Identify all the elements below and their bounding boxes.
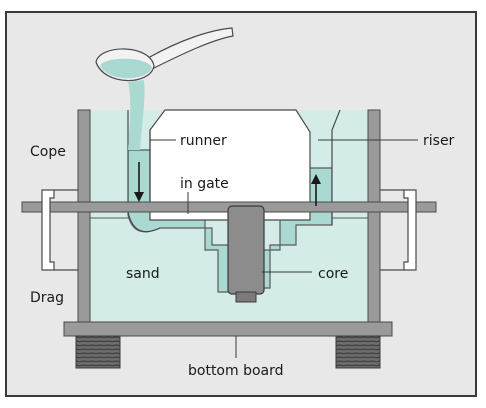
bottom-board-label: bottom board (188, 363, 284, 379)
core-print (235, 291, 257, 303)
left-wood-block (75, 335, 121, 369)
left-clamp-arms (54, 189, 78, 271)
bottom-board (63, 321, 393, 337)
cope-sand-left (90, 110, 128, 212)
down-arrow-icon (134, 162, 144, 202)
right-clamp (403, 189, 417, 271)
sand-label: sand (126, 266, 160, 282)
left-clamp (41, 189, 55, 271)
drag-label: Drag (30, 290, 64, 306)
cope-label: Cope (30, 144, 66, 160)
ladle (95, 27, 234, 82)
cope-sand-right (332, 110, 368, 212)
flask-right-wall (367, 109, 381, 323)
right-wood-block (335, 335, 381, 369)
core (227, 205, 265, 295)
runner-label: runner (180, 133, 227, 149)
flask-left-wall (77, 109, 91, 323)
in-gate-label: in gate (180, 176, 229, 192)
pour-stream (128, 80, 145, 150)
core-label: core (318, 266, 348, 282)
right-clamp-arms (380, 189, 404, 271)
riser-label: riser (423, 133, 455, 149)
up-arrow-icon (311, 174, 321, 206)
